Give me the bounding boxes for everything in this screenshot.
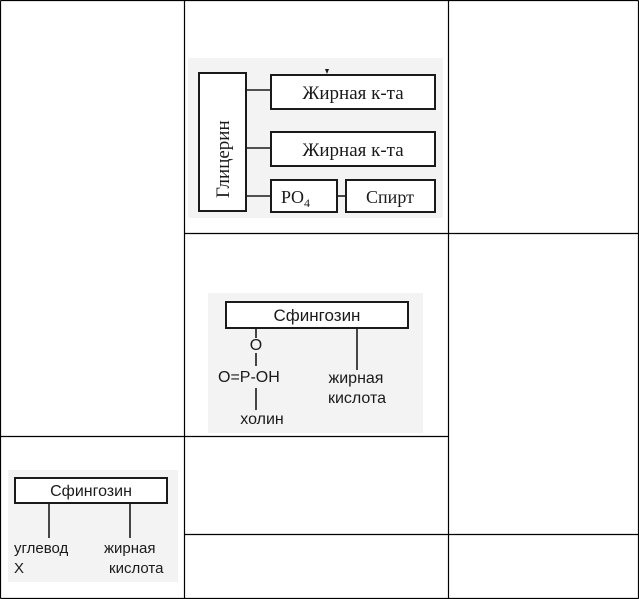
oxygen-label: O xyxy=(250,337,262,354)
phosphate-subscript: 4 xyxy=(304,196,310,210)
glycerophospholipid-diagram: Глицерин Жирная к-та Жирная к-та PO4 Спи… xyxy=(198,69,436,213)
glycerol-box xyxy=(198,72,247,212)
fatty-acid-1-label: Жирная к-та xyxy=(302,83,404,104)
phosphate-symbol: PO xyxy=(281,187,304,207)
phosphate-box xyxy=(270,179,338,213)
phosphate-label: PO4 xyxy=(281,187,310,210)
glycosphingolipid-diagram: Сфингозин углевод X жирная кислота xyxy=(14,477,168,577)
fatty-acid-label-line1: жирная xyxy=(104,540,156,557)
fatty-acid-2-box xyxy=(270,131,436,167)
mark-tick xyxy=(325,69,329,74)
sphingomyelin-diagram: Сфингозин O O=P-OH холин жирная кислота xyxy=(218,301,409,428)
fatty-acid-label-line2: кислота xyxy=(109,560,164,577)
sphingosine-box xyxy=(225,301,409,329)
alcohol-box xyxy=(345,179,436,213)
fatty-acid-label-line2: кислота xyxy=(328,390,386,407)
fatty-acid-1-box xyxy=(270,74,436,110)
fatty-acid-label-line1: жирная xyxy=(329,370,384,387)
sphingosine-box xyxy=(14,477,168,504)
carbohydrate-label-line2: X xyxy=(14,560,24,577)
sphingosine-label: Сфингозин xyxy=(274,306,361,325)
choline-label: холин xyxy=(240,411,283,428)
glycerol-label: Глицерин xyxy=(213,120,234,198)
carbohydrate-label-line1: углевод xyxy=(14,540,69,557)
alcohol-label: Спирт xyxy=(366,187,414,207)
fatty-acid-2-label: Жирная к-та xyxy=(302,140,404,161)
sphingosine-label: Сфингозин xyxy=(50,483,132,500)
phosphate-group-label: O=P-OH xyxy=(218,369,280,386)
